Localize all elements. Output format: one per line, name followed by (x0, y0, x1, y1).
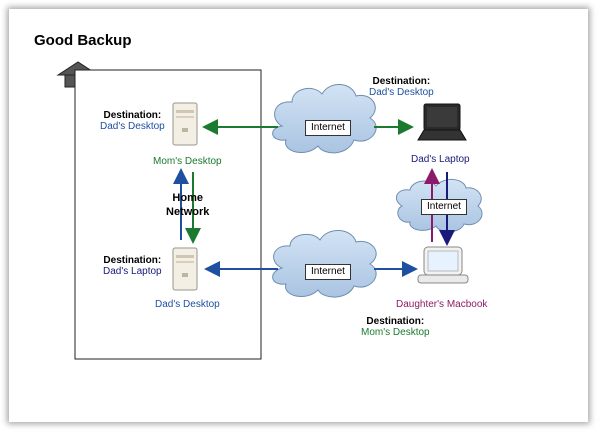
internet-cloud-1 (272, 84, 377, 154)
macbook-icon (417, 246, 469, 284)
dads-desktop-icon (172, 247, 198, 291)
dads-desktop-name: Dad's Desktop (155, 299, 220, 310)
home-network-label: Home Network (166, 192, 210, 218)
daughters-macbook-destination: Destination: Mom's Desktop (361, 316, 430, 338)
daughters-macbook-name: Daughter's Macbook (396, 299, 488, 310)
moms-desktop-name: Mom's Desktop (153, 156, 222, 167)
laptop-icon (417, 103, 467, 141)
moms-desktop-icon (172, 102, 198, 146)
moms-desktop-destination: Destination: Dad's Desktop (100, 110, 165, 132)
internet-label-1: Internet (305, 120, 351, 136)
internet-cloud-2 (272, 230, 377, 298)
dads-laptop-name: Dad's Laptop (411, 154, 470, 165)
internet-label-2: Internet (305, 264, 351, 280)
dads-desktop-destination: Destination: Dad's Laptop (103, 255, 162, 277)
internet-label-3: Internet (421, 199, 467, 215)
page-title: Good Backup (34, 32, 132, 49)
dads-laptop-destination: Destination: Dad's Desktop (369, 76, 434, 98)
home-network-box (74, 69, 262, 360)
